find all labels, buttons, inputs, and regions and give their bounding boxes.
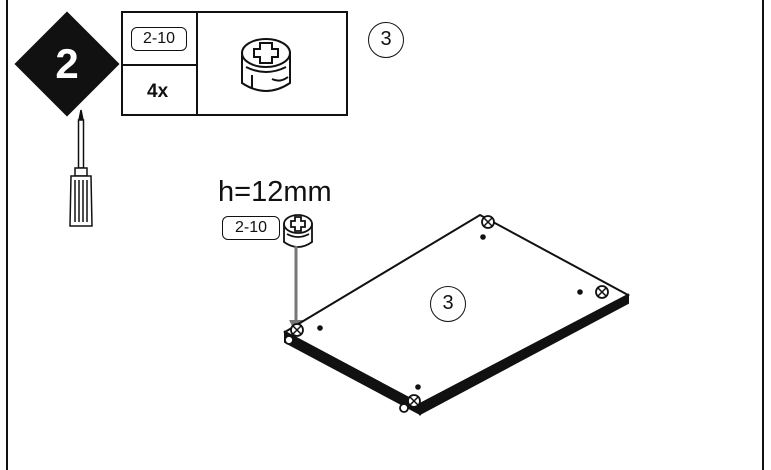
part-quantity: 4x	[147, 81, 169, 102]
insertion-arrow	[289, 246, 303, 334]
cam-lock-bolt-icon	[241, 38, 291, 92]
panel-number: 3	[430, 286, 466, 322]
table-column-divider	[196, 13, 198, 114]
detail-code-badge: 2-10	[222, 216, 280, 240]
part-code-badge: 2-10	[131, 27, 187, 51]
height-label: h=12mm	[218, 176, 332, 208]
table-row-divider	[123, 64, 196, 66]
panel-reference-number: 3	[368, 22, 404, 58]
screwdriver-icon	[69, 109, 93, 227]
step-number: 2	[55, 40, 79, 87]
right-border-line	[762, 0, 764, 470]
left-border-line	[6, 0, 8, 470]
parts-table: 2-10 4x	[121, 11, 348, 116]
